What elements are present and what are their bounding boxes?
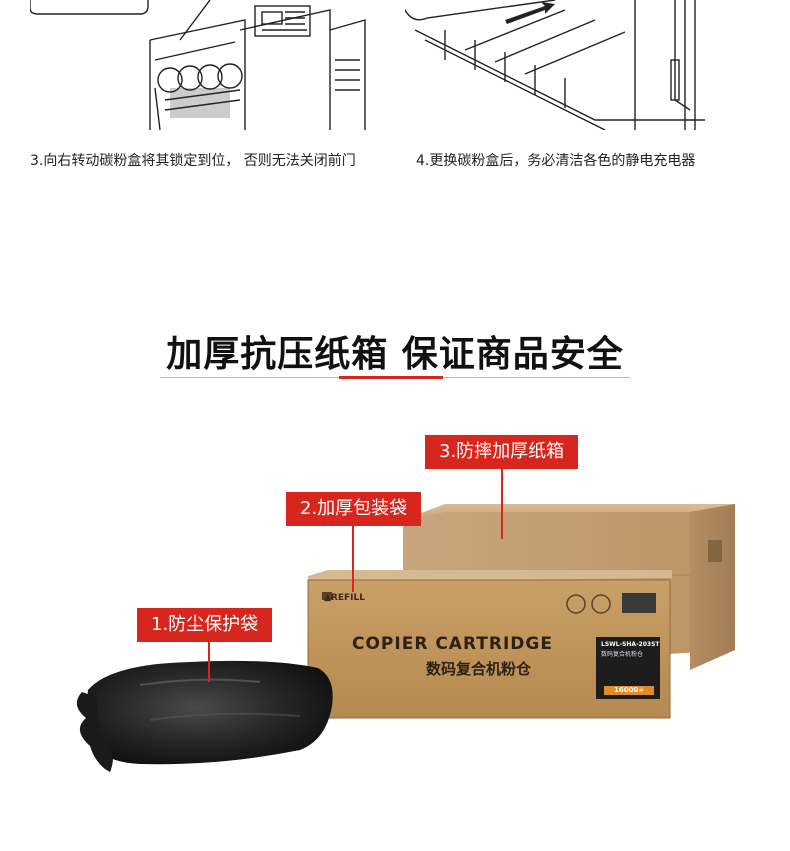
printer-door-illustration — [405, 0, 765, 130]
step-4-caption: 4.更换碳粉盒后，务必清洁各色的静电充电器 — [416, 153, 696, 169]
product-box — [307, 570, 672, 719]
callout-dust-bag: 1.防尘保护袋 — [137, 608, 273, 642]
section-title: 加厚抗压纸箱 保证商品安全 — [166, 334, 624, 375]
callout-2-leader — [352, 526, 354, 592]
product-heading-en: COPIER CARTRIDGE — [352, 634, 553, 654]
product-model-cn: 数码复合机粉仓 — [601, 651, 644, 658]
printer-toner-illustration — [30, 0, 370, 130]
product-heading-cn: 数码复合机粉仓 — [426, 660, 532, 678]
callout-carton: 3.防摔加厚纸箱 — [425, 435, 579, 469]
callout-1-leader — [208, 642, 210, 682]
pages-badge: 16000+ — [614, 686, 645, 694]
product-brand: ▲REFILL — [324, 593, 365, 603]
brand-logo-icon: ▲ — [324, 593, 331, 603]
dust-bag — [76, 660, 333, 772]
brand-label: REFILL — [330, 593, 365, 603]
packaging-photo — [0, 400, 790, 847]
callout-3-leader — [501, 469, 503, 539]
callout-packing-bag: 2.加厚包装袋 — [286, 492, 422, 526]
title-divider-accent — [339, 376, 443, 379]
product-model: LSWL-SHA-203ST — [601, 641, 660, 648]
step-3-caption: 3.向右转动碳粉盒将其锁定到位， 否则无法关闭前门 — [30, 153, 356, 169]
